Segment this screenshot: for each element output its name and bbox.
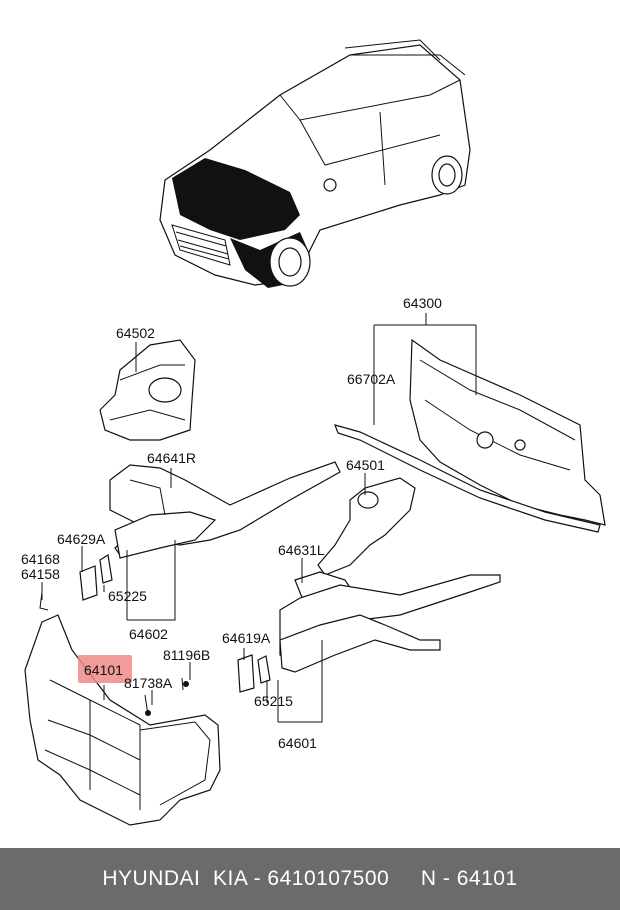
label-64629A: 64629A (57, 531, 106, 547)
cowl-panel-64300 (334, 338, 606, 533)
label-64602: 64602 (129, 626, 168, 642)
label-64101: 64101 (84, 662, 123, 678)
label-64300: 64300 (403, 295, 442, 311)
label-64502: 64502 (116, 325, 155, 341)
small-brackets (39, 554, 271, 693)
car-illustration (159, 39, 471, 288)
label-65225: 65225 (108, 588, 147, 604)
footer-bar: HYUNDAI KIA - 6410107500 N - 64101 (0, 848, 620, 910)
label-66702A: 66702A (347, 371, 396, 387)
label-65215: 65215 (254, 693, 293, 709)
footer-spacer (389, 867, 421, 891)
label-64631L: 64631L (278, 542, 325, 558)
leader-lines (41, 313, 477, 723)
bracket-64502 (99, 339, 196, 441)
bracket-64501 (317, 477, 416, 576)
footer-brand-partno: HYUNDAI KIA - 6410107500 (102, 867, 390, 890)
highlight-64101 (78, 655, 132, 683)
label-64601: 64601 (278, 735, 317, 751)
label-81738A: 81738A (124, 675, 173, 691)
label-64619A: 64619A (222, 630, 271, 646)
label-81196B: 81196B (163, 647, 210, 663)
label-64168: 64168 (21, 551, 60, 567)
label-64501: 64501 (346, 457, 385, 473)
footer-reference: N - 64101 (420, 867, 518, 890)
parts-diagram: 64300 66702A 64502 64641R 64501 64629A 6… (21, 39, 606, 826)
label-64641R: 64641R (147, 450, 196, 466)
front-carrier-64101 (24, 614, 221, 826)
label-64158: 64158 (21, 566, 60, 582)
part-labels: 64300 66702A 64502 64641R 64501 64629A 6… (21, 295, 442, 751)
side-member-right (279, 571, 501, 673)
